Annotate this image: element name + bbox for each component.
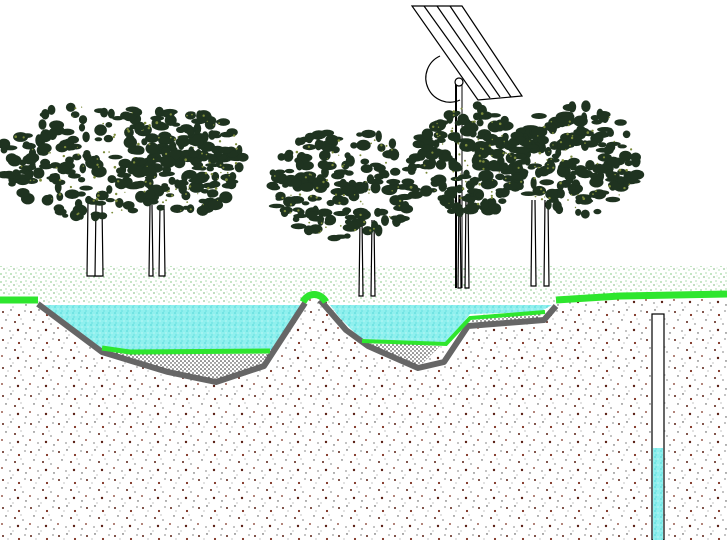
pond-water-left: [42, 305, 300, 350]
tree-group: [0, 100, 645, 297]
observation-well: [651, 313, 665, 540]
pond-vegetation-right: [361, 310, 546, 347]
pond-liner-left: [36, 301, 308, 385]
pond-liner-right: [317, 298, 559, 371]
grass-surface-center: [299, 291, 329, 305]
grass-surface-right: [555, 290, 727, 304]
tree-5: [508, 100, 645, 287]
pond-water-right: [330, 305, 552, 342]
gravel-layer-left: [100, 350, 270, 381]
tree-2: [123, 106, 249, 277]
pond-vegetation-left: [101, 345, 271, 355]
tree-3: [266, 129, 423, 297]
tree-4: [408, 101, 531, 289]
